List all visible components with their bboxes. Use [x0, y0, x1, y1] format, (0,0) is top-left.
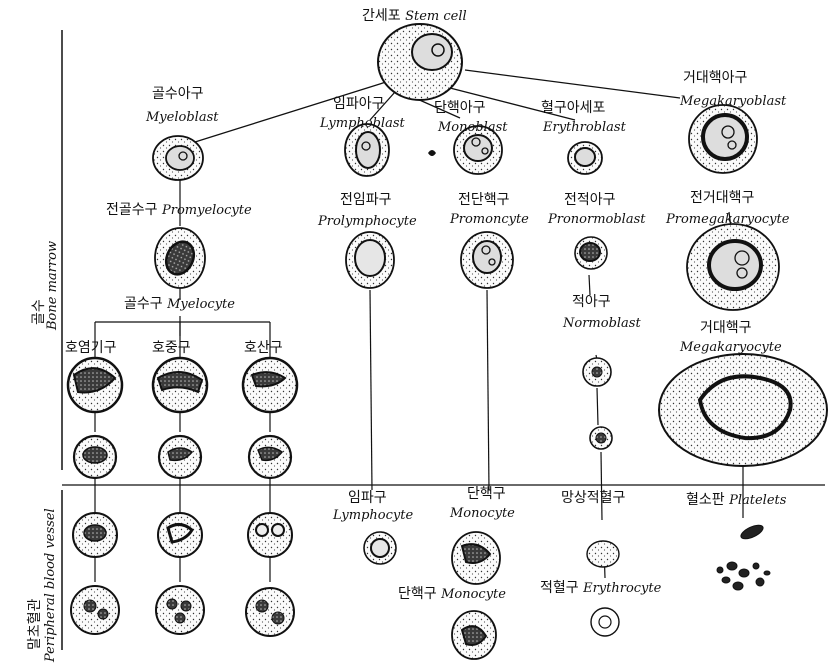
bone-marrow-en: Bone marrow — [45, 240, 60, 330]
lymphoblast-cell — [344, 123, 390, 177]
reticulocyte-label: 망상적혈구 — [561, 490, 626, 506]
megakaryoblast-label-en: Megakaryoblast — [680, 94, 787, 109]
reticulocyte-cell — [586, 540, 620, 568]
monoblast-label-ko: 단핵아구 — [434, 100, 486, 116]
megakaryoblast-label-ko: 거대핵아구 — [683, 70, 748, 86]
eosinophil-segmented — [245, 587, 295, 637]
lymphocyte-label-en: Lymphocyte — [333, 508, 414, 523]
stem-branch-lines — [194, 69, 681, 143]
normoblast-cell — [582, 357, 612, 387]
erythrocyte-label: 적혈구 Erythrocyte — [540, 580, 661, 597]
lymphocyte-label-ko: 임파구 — [348, 490, 387, 506]
neutrophil-myelocyte-cell — [151, 356, 209, 414]
neutrophil-label: 호중구 — [152, 340, 191, 356]
erythroblast-label-en: Erythroblast — [543, 120, 626, 135]
stem-cell-label-en: Stem cell — [405, 9, 467, 24]
eosinophil-label: 호염기구 — [65, 340, 117, 356]
peripheral-en: Peripheral blood vessel — [43, 508, 58, 662]
erythroblast-label-ko: 혈구아세포 — [541, 100, 606, 116]
monocyte-top-label-ko: 단핵구 — [467, 486, 506, 502]
neutrophil-metamyelocyte — [157, 434, 203, 480]
basophil-cell — [66, 356, 124, 414]
platelets-cluster — [716, 524, 771, 591]
neutrophil-segmented — [155, 585, 205, 635]
monocyte-bottom-en: Monocyte — [441, 587, 506, 602]
prolymphocyte-label-en: Prolymphocyte — [318, 214, 417, 229]
myelocyte-ko: 골수구 — [124, 296, 163, 312]
promyelocyte-cell — [154, 227, 206, 289]
platelets-ko: 혈소판 — [686, 492, 725, 508]
monocyte-cell-bottom — [451, 610, 497, 660]
promegakaryocyte-cell — [686, 223, 780, 311]
monoblast-cell — [453, 125, 503, 175]
platelets-label: 혈소판 Platelets — [686, 492, 786, 509]
promegakaryocyte-label-ko: 전거대핵구 — [690, 190, 755, 206]
lymphocyte-cell — [363, 531, 397, 565]
prolymphocyte-label-ko: 전임파구 — [340, 192, 392, 208]
prolymphocyte-cell — [345, 231, 395, 289]
promyelocyte-en: Promyelocyte — [161, 203, 252, 218]
monoblast-label-en: Monoblast — [438, 120, 508, 135]
stem-cell — [377, 23, 463, 101]
promonocyte-cell — [460, 231, 514, 289]
stem-cell-label-ko: 간세포 — [362, 8, 401, 24]
peripheral-label-en: Peripheral blood vessel — [42, 508, 58, 662]
stem-cell-label: 간세포 Stem cell — [362, 8, 467, 25]
megakaryocyte-label-en: Megakaryocyte — [680, 340, 782, 355]
promonocyte-label-en: Promoncyte — [450, 212, 529, 227]
lymphoblast-label-en: Lymphoblast — [320, 116, 405, 131]
basophil-label: 호산구 — [244, 340, 283, 356]
promonocyte-label-ko: 전단핵구 — [458, 192, 510, 208]
basophil-metamyelocyte — [72, 434, 118, 480]
myeloblast-label-en: Myeloblast — [146, 110, 219, 125]
eosinophil-band — [247, 512, 293, 558]
pronormoblast-label-en: Pronormoblast — [548, 212, 646, 227]
monocyte-bottom-ko: 단핵구 — [398, 586, 437, 602]
monocyte-top-label-en: Monocyte — [450, 506, 515, 521]
eosinophil-metamyelocyte — [247, 434, 293, 480]
megakaryocyte-label-ko: 거대핵구 — [700, 320, 752, 336]
erythrocyte-cell — [590, 607, 620, 637]
pronormoblast-cell — [574, 236, 608, 270]
promyelocyte-ko: 전골수구 — [106, 202, 158, 218]
myeloblast-cell — [152, 135, 204, 181]
megakaryocyte-cell — [658, 353, 828, 467]
ink-smudge — [428, 150, 436, 156]
basophil-segmented — [70, 585, 120, 635]
myeloblast-label-ko: 골수아구 — [152, 86, 204, 102]
normoblast-label-en: Normoblast — [563, 316, 641, 331]
peripheral-ko: 말초혈관 — [27, 598, 43, 650]
neutrophil-band — [157, 512, 203, 558]
basophil-mature — [72, 512, 118, 558]
pronormoblast-label-ko: 전적아구 — [564, 192, 616, 208]
lymphoblast-label-ko: 임파아구 — [333, 96, 385, 112]
erythrocyte-ko: 적혈구 — [540, 580, 579, 596]
erythroblast-cell — [567, 141, 603, 175]
platelets-en: Platelets — [729, 493, 787, 508]
erythrocyte-en: Erythrocyte — [583, 581, 662, 596]
late-normoblast-cell — [589, 426, 613, 450]
peripheral-label: 말초혈관 — [24, 598, 44, 650]
bone-marrow-label-en: Bone marrow — [44, 241, 60, 330]
myelocyte-en: Myelocyte — [167, 297, 235, 312]
promegakaryocyte-label-en: Promegakaryocyte — [666, 212, 790, 227]
eosinophil-myelocyte-cell — [241, 356, 299, 414]
monocyte-bottom-label: 단핵구 Monocyte — [398, 586, 506, 603]
promyelocyte-label: 전골수구 Promyelocyte — [106, 202, 252, 219]
megakaryoblast-cell — [688, 104, 758, 174]
normoblast-label-ko: 적아구 — [572, 294, 611, 310]
myelocyte-label: 골수구 Myelocyte — [124, 296, 235, 313]
monocyte-cell-top — [451, 531, 501, 585]
